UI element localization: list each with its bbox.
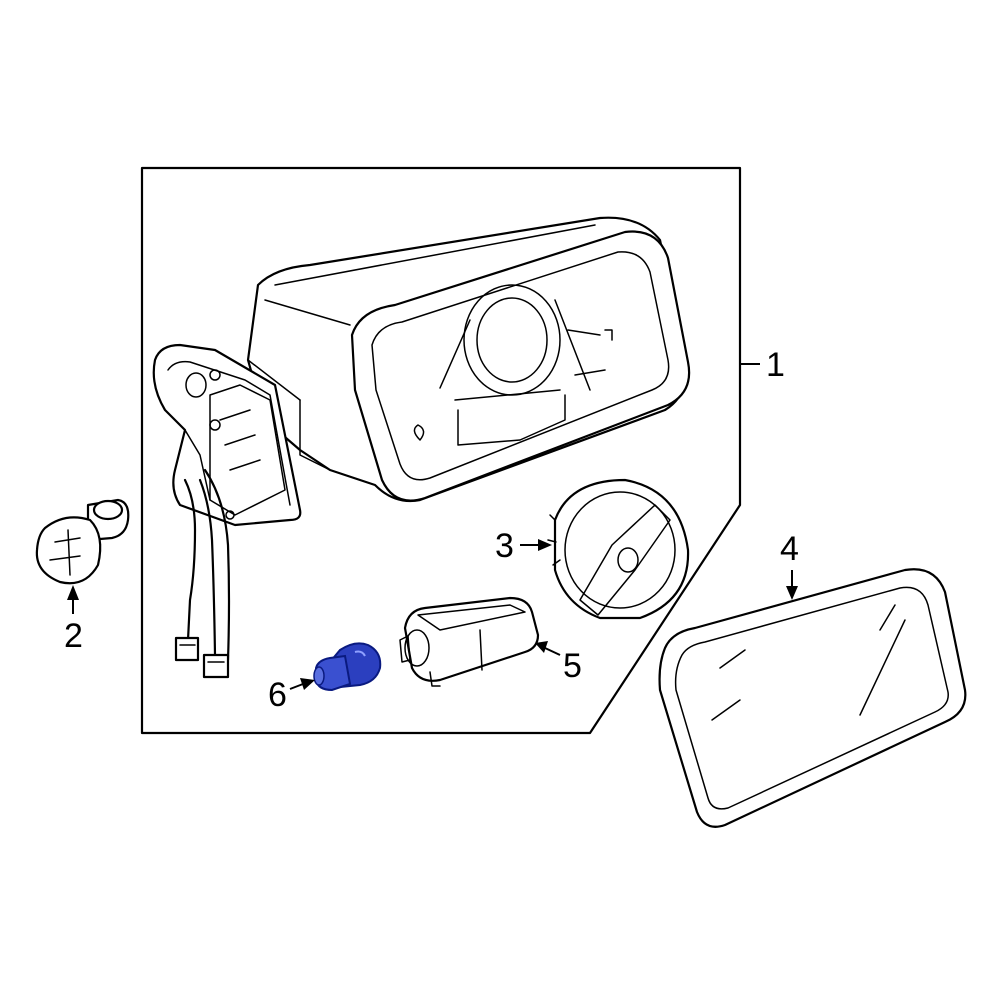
callout-6-leader [289,683,304,690]
assembly-boundary [140,166,742,735]
actuator-motor[interactable] [547,478,690,620]
mirror-housing[interactable] [246,216,691,503]
callout-6-arrowhead [300,678,315,690]
callout-5-leader [544,647,561,656]
callout-2-arrowhead [67,585,79,600]
lamp-housing[interactable] [399,596,540,687]
callout-6-label: 6 [268,676,287,714]
callout-2-label: 2 [64,617,83,655]
mounting-bracket[interactable] [152,343,302,527]
callout-4-arrowhead [786,586,798,600]
mirror-glass[interactable] [658,568,967,828]
callout-3-label: 3 [495,527,514,565]
callout-1-label: 1 [766,346,785,384]
callout-3-arrowhead [538,539,552,551]
bulb[interactable] [313,642,382,692]
wiring-harness[interactable] [174,468,231,679]
callout-4-label: 4 [780,530,799,568]
screw[interactable] [35,498,130,585]
callout-5-label: 5 [563,647,582,685]
callout-5-arrowhead [535,641,548,653]
